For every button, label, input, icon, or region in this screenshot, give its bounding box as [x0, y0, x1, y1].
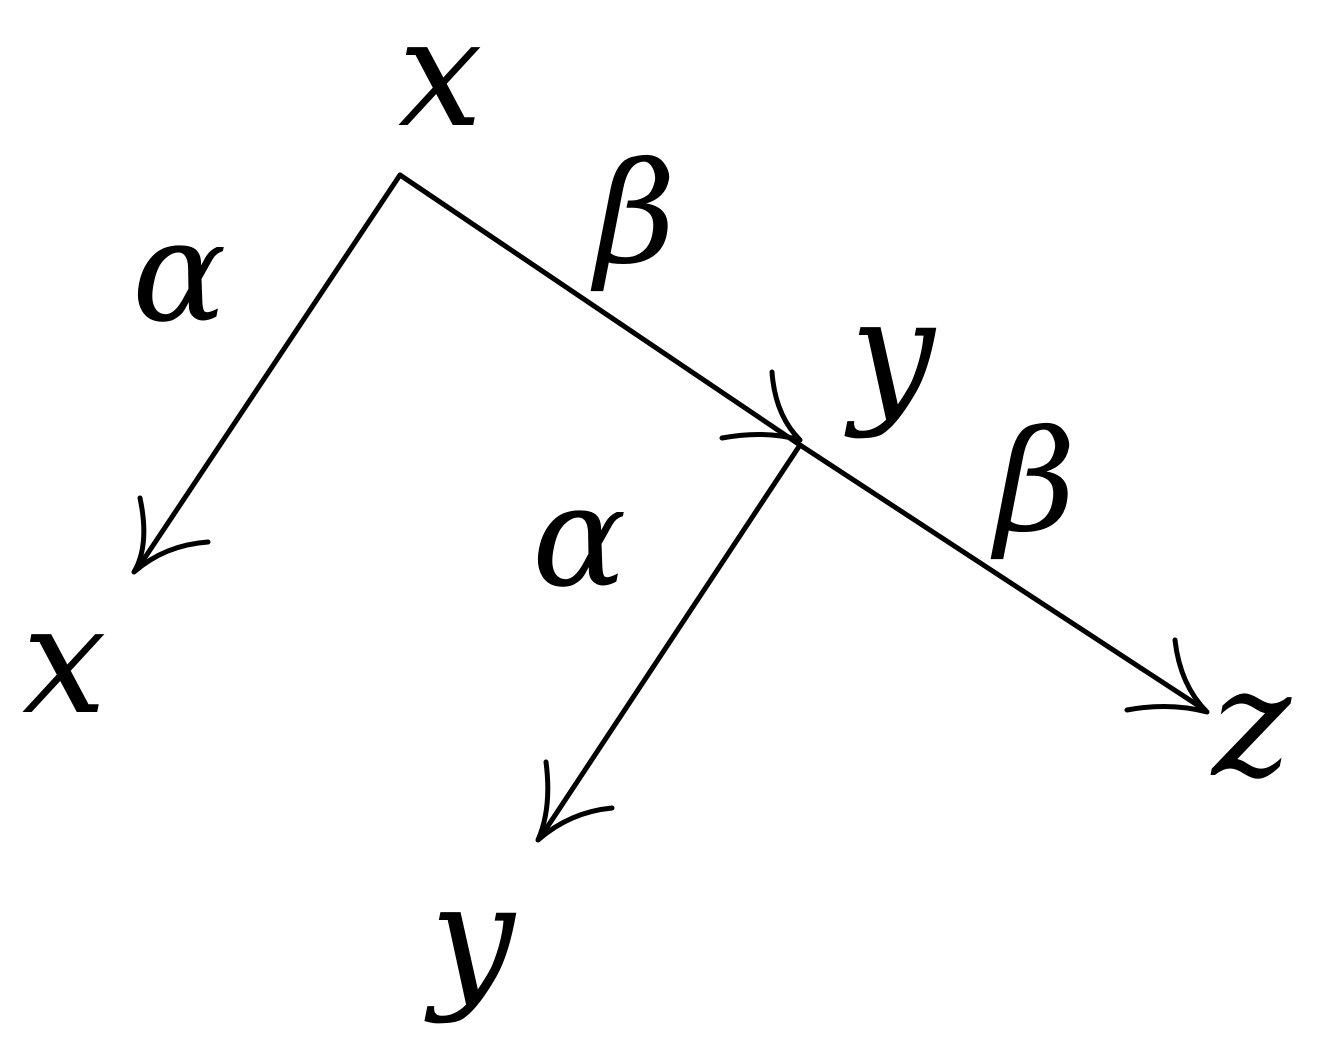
node-left-leaf-label: x — [22, 574, 107, 748]
node-root-label: x — [398, 0, 483, 161]
arrowhead-bottom-leaf — [535, 759, 615, 843]
edge-root-to-left — [135, 172, 403, 571]
edge-root-to-middle — [397, 172, 803, 448]
edge-label-middle-to-right: β — [990, 401, 1076, 564]
edge-middle-to-bottom — [539, 442, 803, 838]
node-right-leaf-label: z — [1210, 637, 1292, 811]
edge-label-root-to-middle: β — [590, 133, 676, 296]
arrowhead-right-leaf — [1124, 637, 1210, 715]
edge-label-root-to-left: α — [132, 191, 227, 354]
arrowhead-middle — [719, 369, 803, 443]
node-bottom-leaf-label: y — [424, 852, 517, 1026]
edge-label-middle-to-bottom: α — [532, 456, 627, 619]
arrowhead-left-leaf — [131, 495, 211, 575]
edge-middle-to-right — [797, 442, 1208, 713]
node-middle-label: y — [844, 267, 937, 441]
